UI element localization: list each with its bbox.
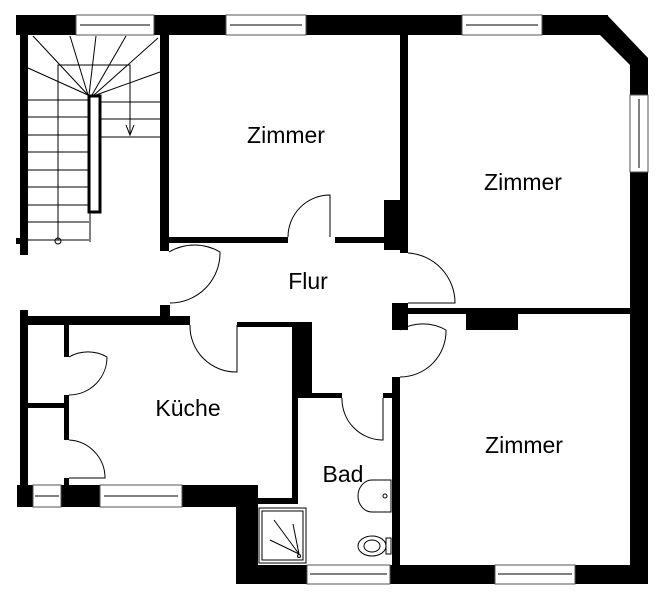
shower [258,507,307,564]
room-label-zimmer-3: Zimmer [485,432,563,458]
room-label-kueche: Küche [155,395,220,421]
windows [32,14,649,585]
staircase [27,35,161,245]
toilet [357,535,392,557]
room-label-zimmer-2: Zimmer [484,169,562,195]
room-label-zimmer-1: Zimmer [247,122,325,148]
room-label-bad: Bad [323,461,364,487]
sink [357,479,392,513]
room-label-flur: Flur [288,268,328,294]
walls [16,15,648,584]
doors [68,194,456,479]
